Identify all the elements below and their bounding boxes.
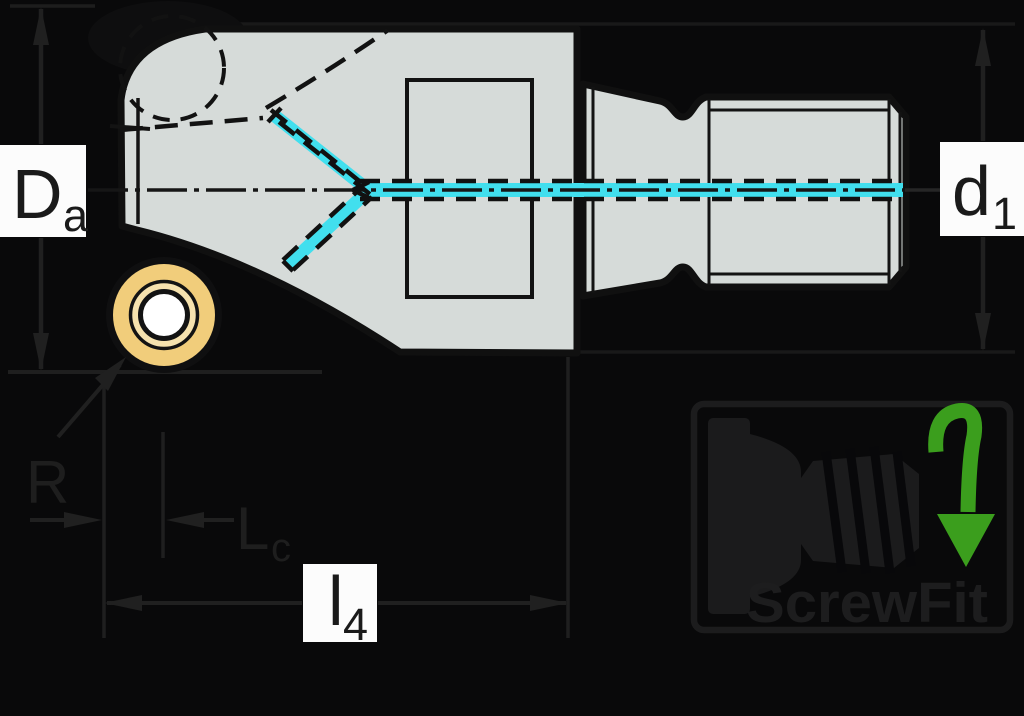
green-rotation-arrow-stem — [928, 403, 983, 513]
r-label: R — [26, 449, 69, 516]
upper-channel-border-b — [277, 120, 373, 197]
logo-screw-head-bulge — [750, 434, 801, 597]
da-arrow-up — [33, 7, 49, 45]
channel-end-caps — [266, 106, 371, 273]
logo-screw-head — [708, 418, 750, 614]
junction-wedge-bottom — [351, 187, 371, 201]
logo-border — [690, 400, 1014, 634]
d1-arrow-down — [975, 313, 991, 351]
upper-channel-border-a — [269, 108, 365, 186]
upper-channel-cap — [266, 106, 283, 124]
l4-arrow-left — [104, 595, 142, 611]
d1-label-subscript: 1 — [992, 188, 1017, 239]
thread-groove-2 — [845, 448, 871, 574]
green-rotation-arrow-head — [937, 514, 995, 567]
r-arrow-right — [64, 512, 102, 528]
lower-channel-border-a — [281, 185, 364, 262]
l4-arrow-right — [530, 595, 568, 611]
round-insert — [106, 257, 222, 373]
dimension-d1: d 1 — [905, 28, 1024, 351]
screwfit-logo: ScrewFit — [690, 400, 1014, 635]
lc-label: L — [236, 495, 269, 562]
dimension-r: R — [26, 357, 126, 528]
lc-arrow-left — [166, 512, 204, 528]
dimension-da: D a — [0, 7, 89, 371]
d1-arrow-up — [975, 28, 991, 66]
junction-wedge-top — [351, 179, 371, 193]
coolant-channels — [88, 106, 905, 273]
da-label-subscript: a — [63, 190, 89, 241]
dimension-lc: L c — [166, 495, 291, 570]
d1-label-box — [940, 142, 1024, 236]
l4-label: l — [328, 562, 344, 640]
lc-label-subscript: c — [271, 526, 291, 570]
d1-label: d — [952, 152, 991, 230]
logo-wordmark: ScrewFit — [746, 571, 988, 635]
hidden-pocket-line — [119, 115, 264, 133]
l4-label-subscript: 4 — [343, 599, 368, 650]
logo-thread-grooves — [821, 446, 916, 574]
thread-groove-3 — [869, 446, 895, 574]
insert-screw-bore — [138, 289, 190, 341]
hidden-flute-curve — [264, 28, 390, 110]
hidden-top-insert-circle — [118, 14, 226, 122]
lower-channel-cap — [281, 259, 295, 273]
r-leader-arrow — [95, 357, 126, 391]
dimension-l4: l 4 — [104, 562, 568, 650]
da-label: D — [12, 155, 63, 233]
thread-groove-4 — [892, 451, 916, 567]
lower-coolant-channel — [283, 187, 372, 270]
lower-channel-border-b — [291, 195, 374, 272]
l4-label-box — [303, 564, 377, 642]
thread-groove-1 — [821, 451, 847, 573]
da-arrow-down — [33, 333, 49, 371]
da-label-box — [0, 145, 86, 237]
channel-dashed-borders — [269, 108, 903, 272]
